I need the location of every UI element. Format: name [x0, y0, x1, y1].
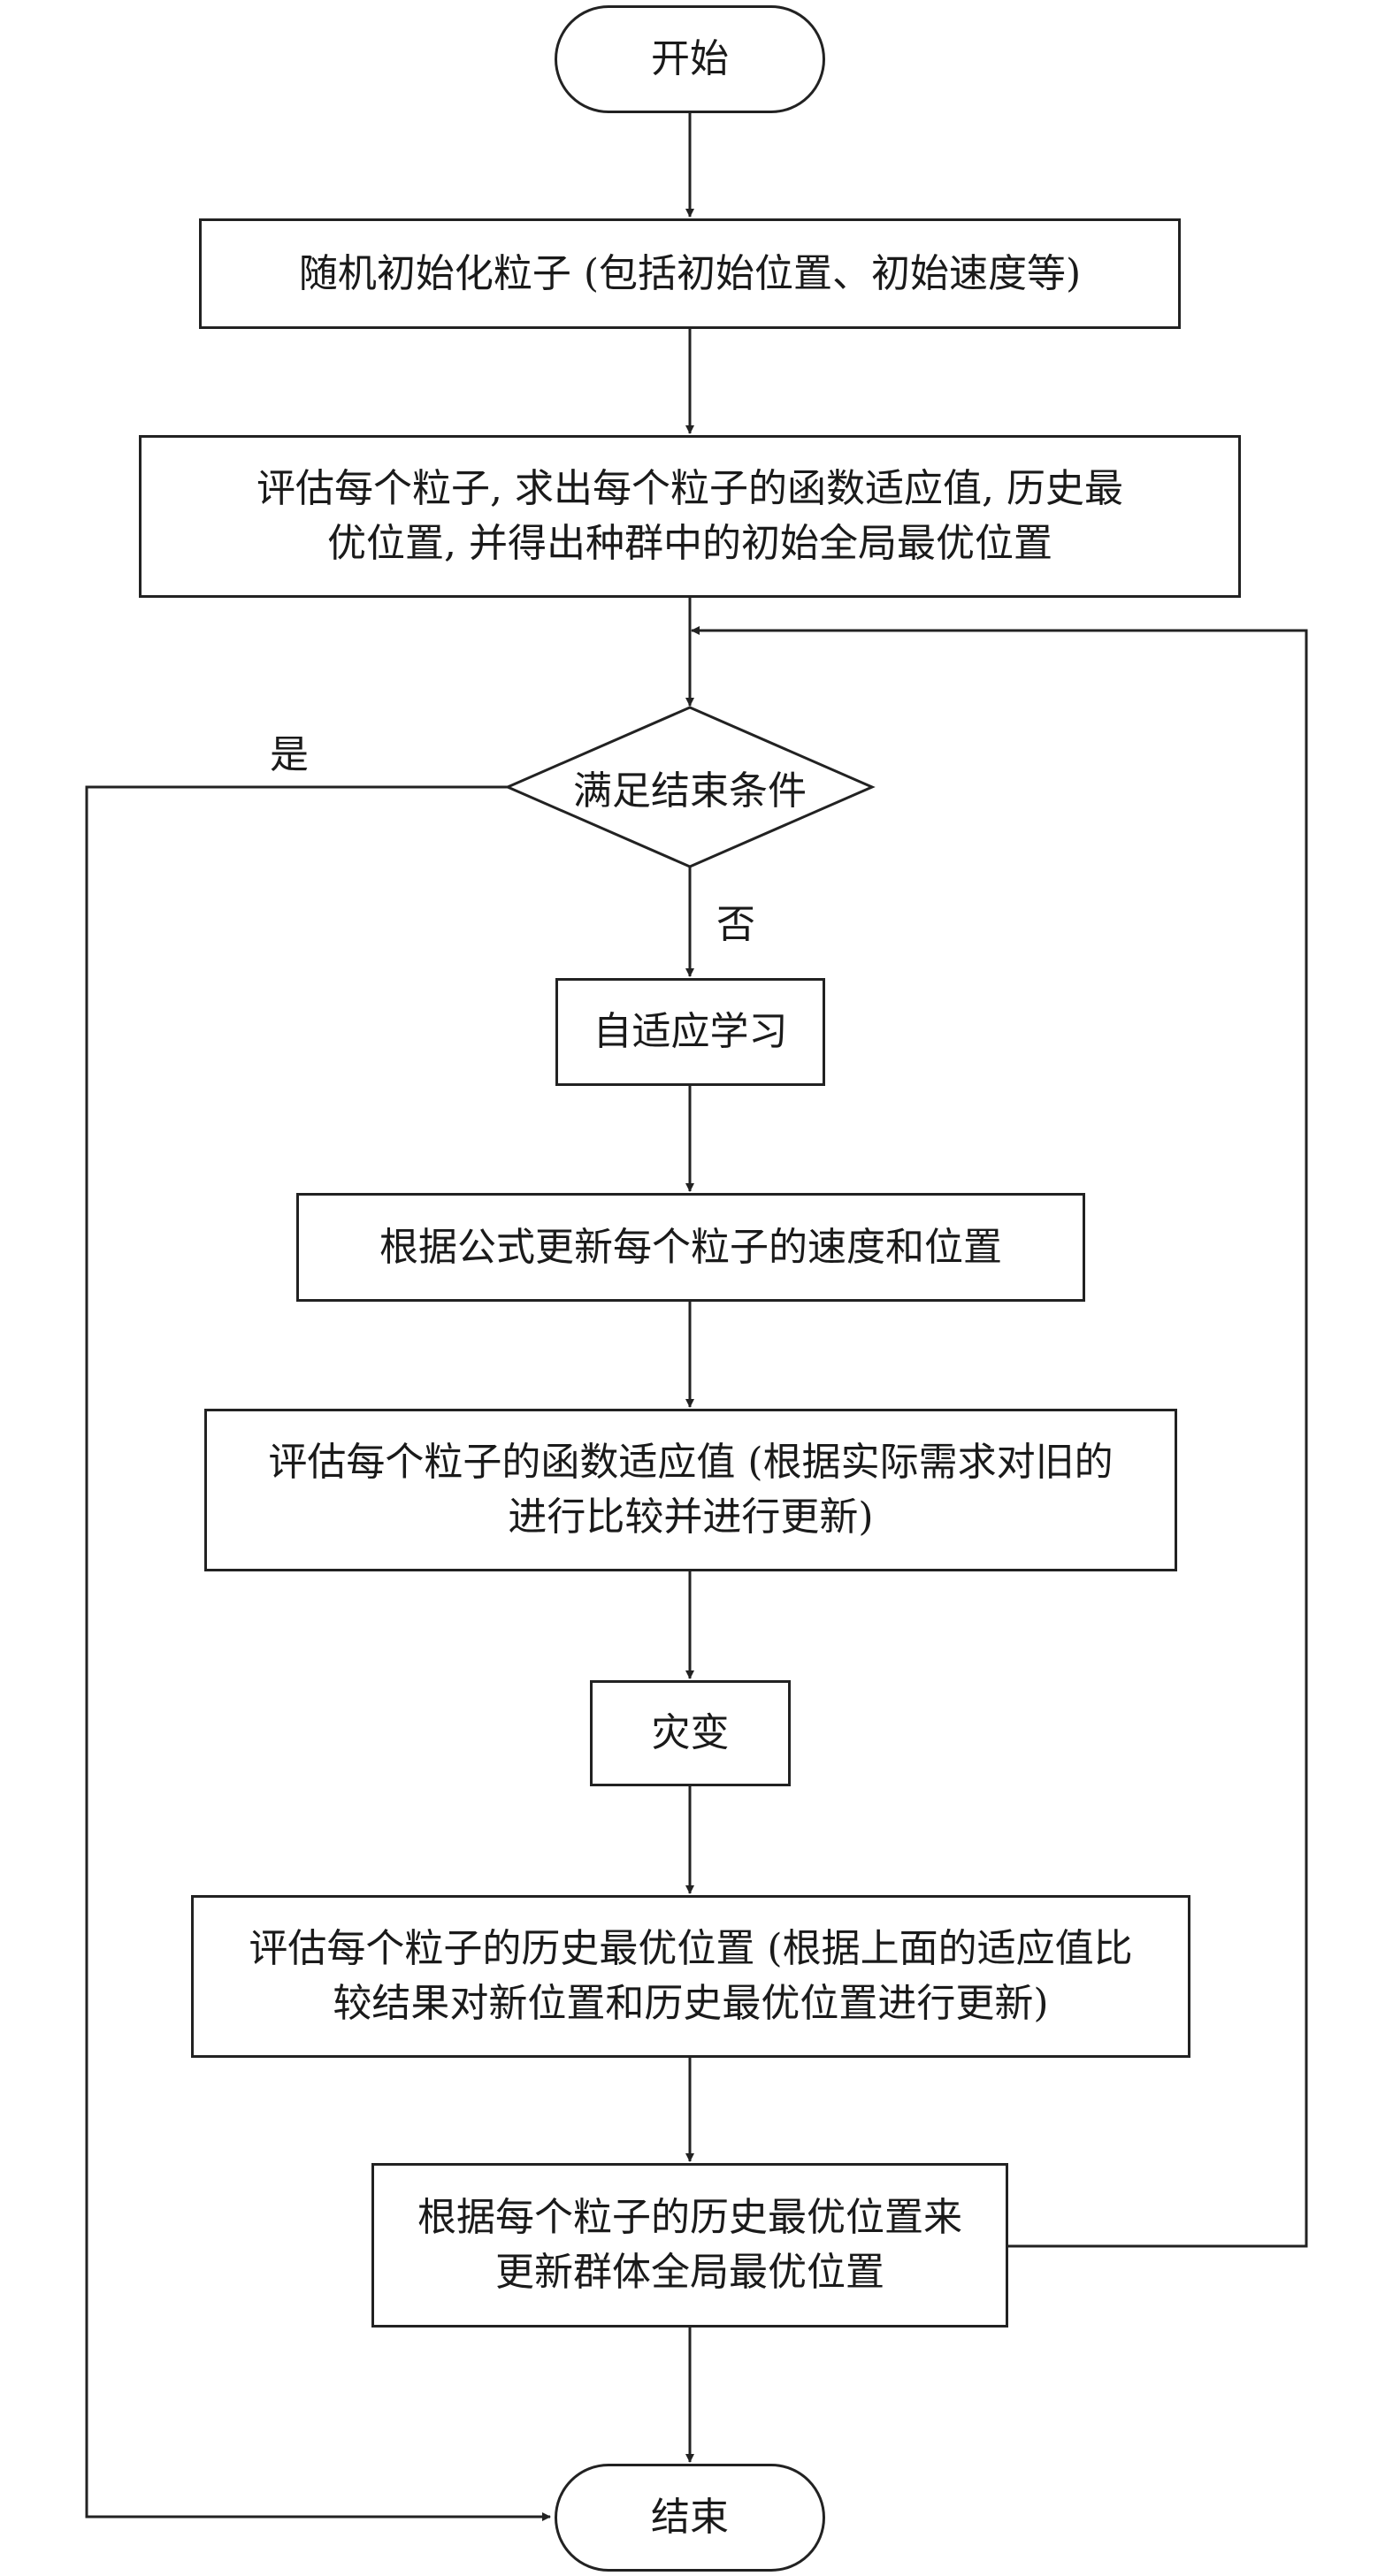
- adaptive-learning-label: 自适应学习: [593, 1009, 788, 1055]
- update-global-node: 根据每个粒子的历史最优位置来更新群体全局最优位置: [371, 2163, 1008, 2328]
- end-label: 结束: [651, 2495, 729, 2541]
- edge-loop-back: [691, 626, 1308, 2248]
- end-node: 结束: [555, 2464, 825, 2572]
- yes-label: 是: [270, 732, 309, 777]
- no-label: 否: [716, 902, 755, 947]
- condition-label: 满足结束条件: [573, 768, 807, 814]
- mutation-node: 灾变: [590, 1680, 791, 1786]
- evaluate-initial-label: 评估每个粒子, 求出每个粒子的函数适应值, 历史最优位置, 并得出种群中的初始全…: [256, 466, 1123, 566]
- start-node: 开始: [555, 5, 825, 113]
- evaluate-initial-node: 评估每个粒子, 求出每个粒子的函数适应值, 历史最优位置, 并得出种群中的初始全…: [139, 435, 1241, 598]
- evaluate-fitness-label: 评估每个粒子的函数适应值 (根据实际需求对旧的进行比较并进行更新): [268, 1440, 1114, 1540]
- evaluate-history-node: 评估每个粒子的历史最优位置 (根据上面的适应值比较结果对新位置和历史最优位置进行…: [191, 1895, 1190, 2058]
- condition-diamond: [504, 706, 876, 868]
- evaluate-fitness-node: 评估每个粒子的函数适应值 (根据实际需求对旧的进行比较并进行更新): [204, 1409, 1177, 1571]
- adaptive-learning-node: 自适应学习: [555, 978, 825, 1086]
- edge-yes-to-end: [85, 785, 551, 2521]
- init-node: 随机初始化粒子 (包括初始位置、初始速度等): [199, 218, 1181, 329]
- update-velocity-label: 根据公式更新每个粒子的速度和位置: [379, 1224, 1002, 1270]
- update-global-label: 根据每个粒子的历史最优位置来更新群体全局最优位置: [417, 2195, 962, 2295]
- init-label: 随机初始化粒子 (包括初始位置、初始速度等): [298, 250, 1082, 296]
- start-label: 开始: [651, 36, 729, 82]
- mutation-label: 灾变: [651, 1710, 730, 1756]
- evaluate-history-label: 评估每个粒子的历史最优位置 (根据上面的适应值比较结果对新位置和历史最优位置进行…: [249, 1926, 1133, 2026]
- update-velocity-node: 根据公式更新每个粒子的速度和位置: [296, 1193, 1085, 1302]
